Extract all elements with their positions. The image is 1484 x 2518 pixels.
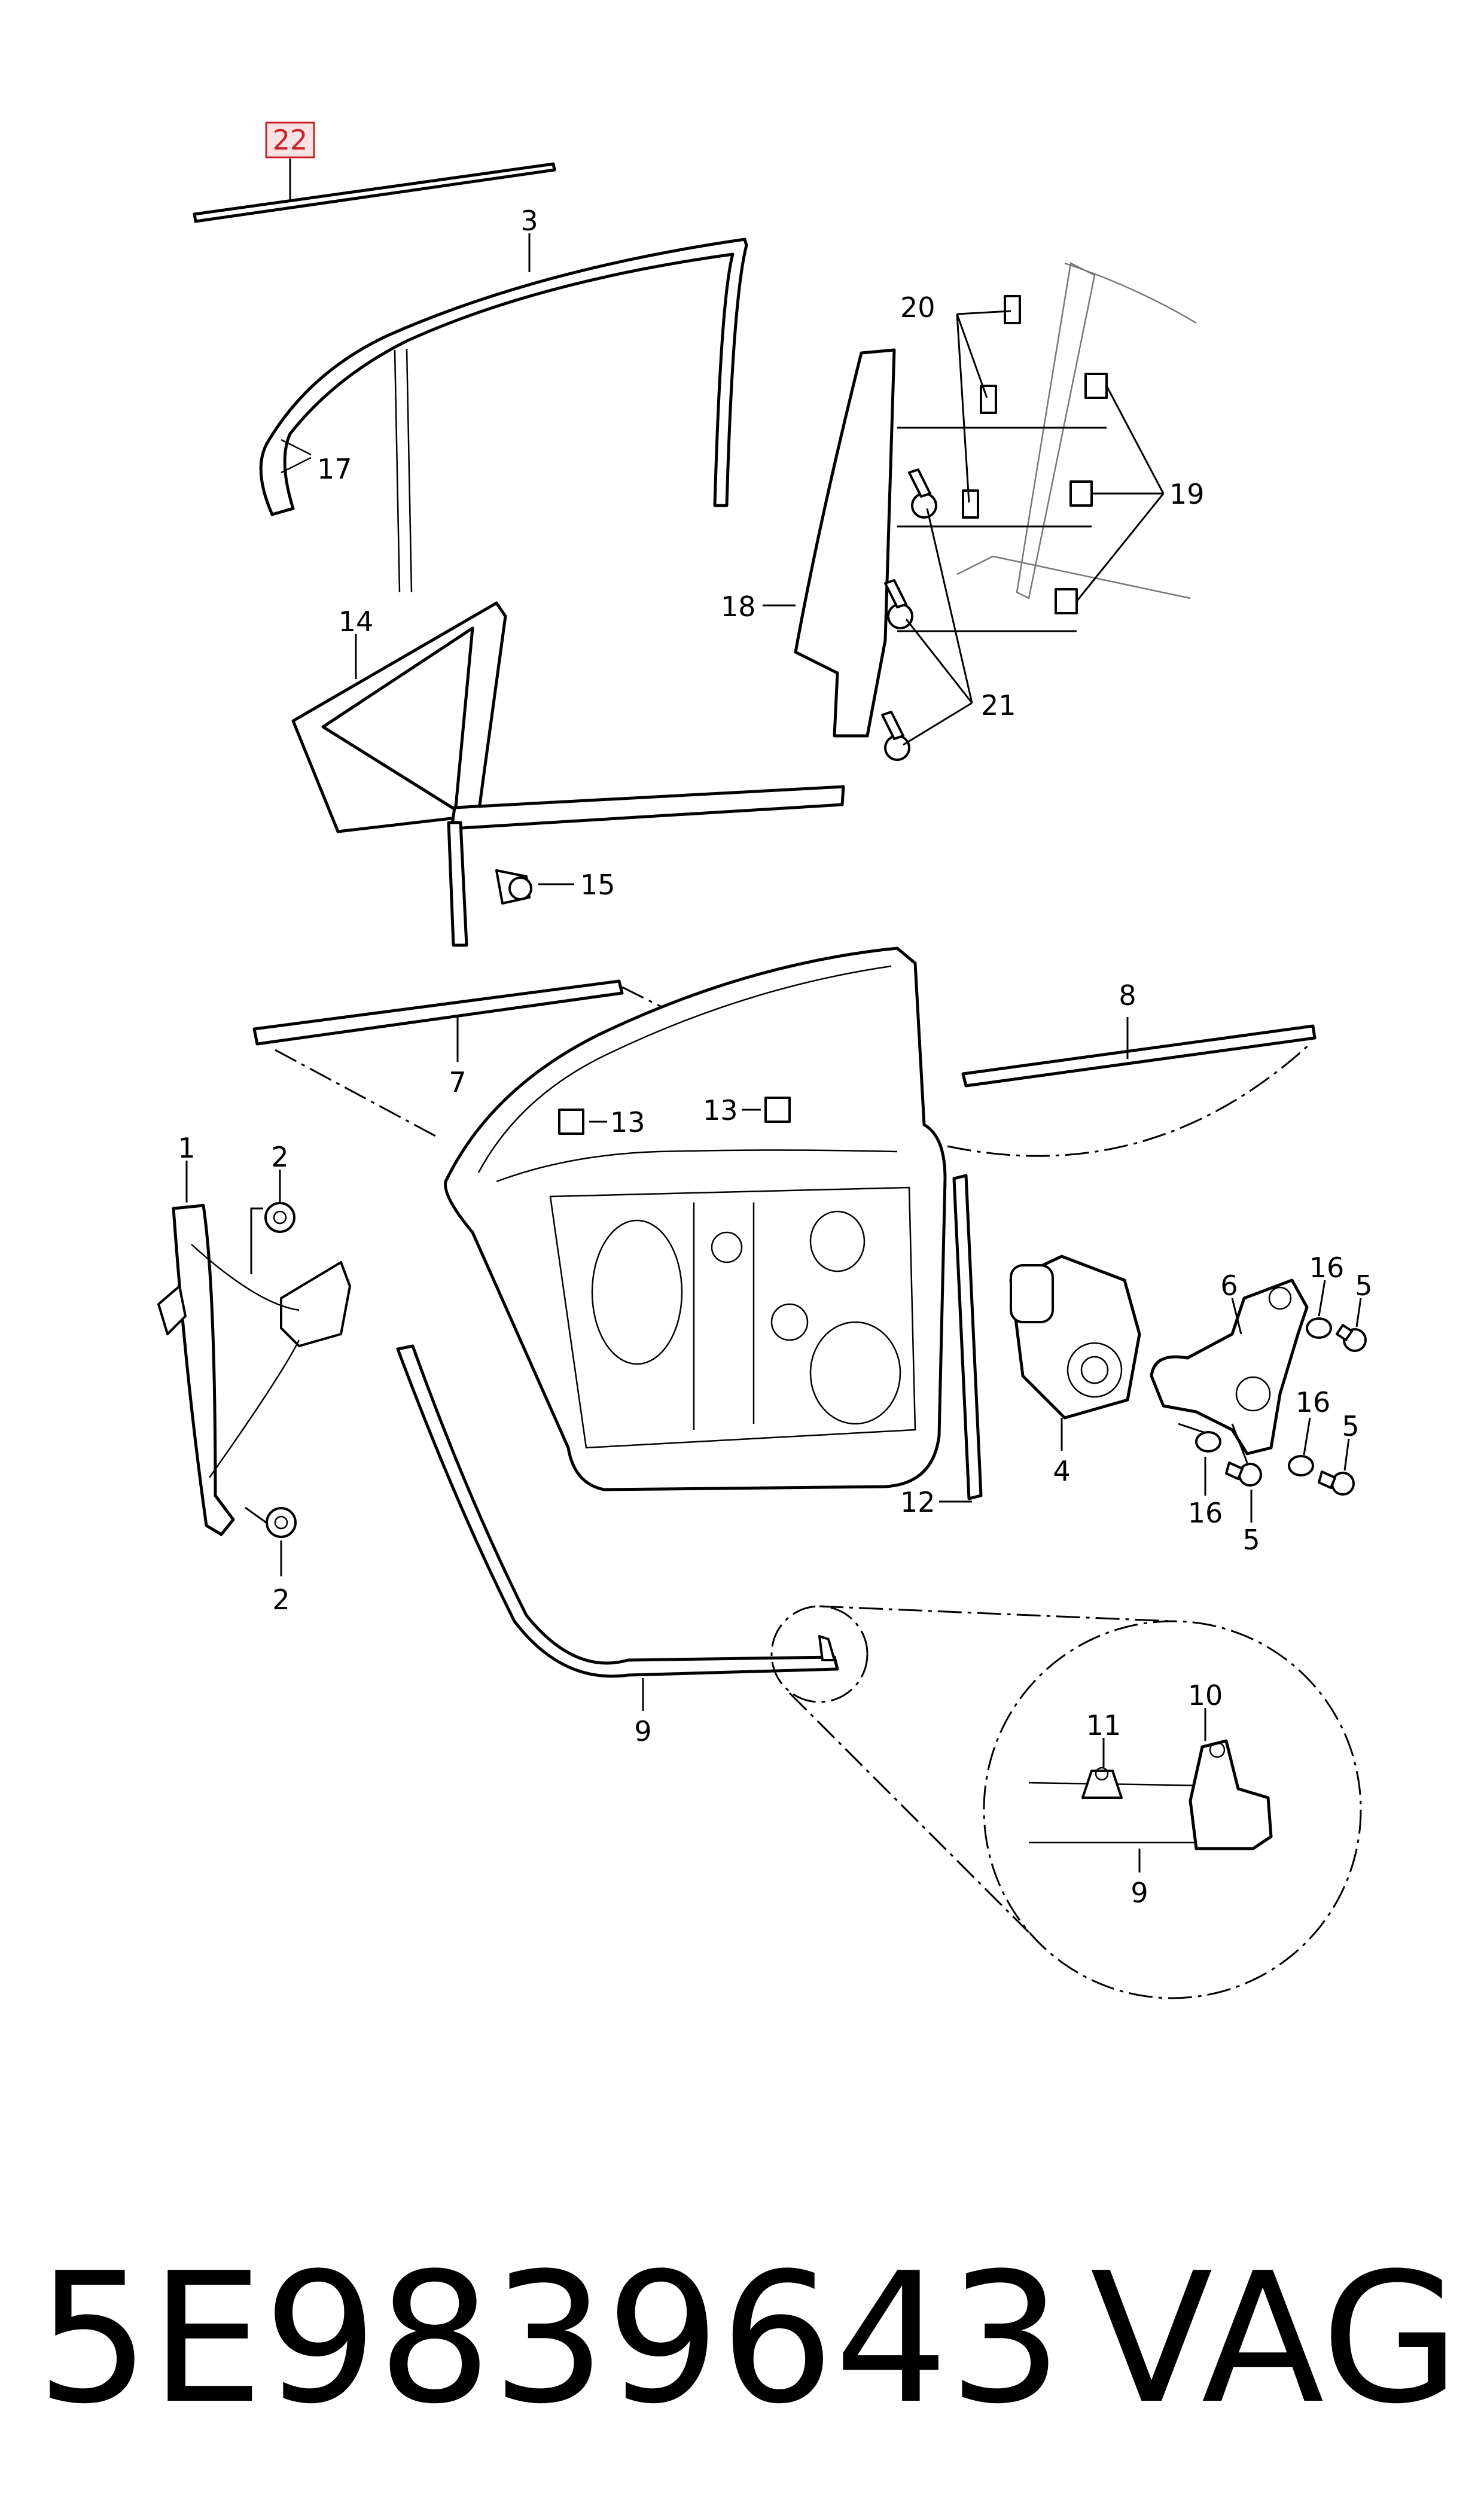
label-3: 3 [520,205,538,237]
label-10: 10 [1188,1679,1223,1712]
label-16-a: 16 [1309,1252,1345,1284]
part-3-frame-seal [259,233,748,593]
part-14-quarter-glass [291,601,845,947]
label-15: 15 [580,869,615,901]
label-13-left: 13 [610,1106,645,1138]
label-16-b: 16 [1296,1386,1331,1418]
part-5-bolt-b [1318,1438,1355,1496]
callout-22-box[interactable]: 22 [265,121,315,159]
label-2-top: 2 [271,1141,288,1173]
label-17: 17 [317,453,352,485]
part-19-nuts [897,373,1165,632]
label-20: 20 [900,291,936,324]
label-5-c: 5 [1242,1524,1260,1556]
part-4-window-motor [1009,1255,1141,1451]
label-14: 14 [339,605,374,638]
label-7: 7 [449,1066,466,1098]
label-2-bottom: 2 [272,1584,290,1616]
label-9-main: 9 [634,1715,651,1747]
bracket-leader-lines [1178,1423,1248,1463]
callout-22: 22 [273,124,308,156]
body-pillar-outline [956,262,1197,599]
part-22-strip [193,159,556,223]
label-19: 19 [1169,478,1205,510]
label-12: 12 [900,1486,936,1518]
part-6-bracket [1150,1278,1309,1456]
part-16-washer-b [1288,1417,1314,1476]
part-16-washer-a [1306,1280,1332,1339]
part-2-nut-bottom [245,1506,297,1576]
part-15-bolt [495,869,574,905]
part-21-screws [881,468,973,761]
part-12-guide-strip [939,1174,983,1503]
label-5-a: 5 [1355,1269,1372,1302]
part-number: 5E9839643 [36,2234,1063,2443]
label-18: 18 [721,590,756,623]
label-8: 8 [1119,979,1136,1012]
label-6: 6 [1220,1269,1238,1302]
label-13-right: 13 [703,1094,738,1126]
label-9-detail: 9 [1130,1877,1148,1909]
footer: 5E9839643 VAG [0,2213,1484,2465]
detail-magnifier [770,1605,1362,1999]
part-18-pillar-trim [763,348,896,738]
door-shell [444,946,947,1491]
part-13-clips [558,1097,791,1135]
part-8-seal-strip [961,1017,1317,1088]
brand-name: VAG [1090,2234,1460,2443]
part-5-bolt-c [1225,1462,1262,1523]
label-16-c: 16 [1188,1497,1223,1529]
part-7-seal-strip [252,979,624,1062]
label-11: 11 [1086,1709,1122,1741]
part-16-washer-c [1195,1431,1221,1496]
label-5-b: 5 [1342,1410,1359,1442]
label-1: 1 [178,1132,195,1164]
part-2-nut-top [250,1170,295,1274]
label-4: 4 [1053,1455,1070,1487]
part-1-window-regulator [157,1161,351,1536]
label-21: 21 [981,689,1016,721]
part-20-clips [956,295,1021,519]
part-9-lower-seal [396,1344,839,1711]
part-5-bolt-a [1336,1298,1367,1352]
